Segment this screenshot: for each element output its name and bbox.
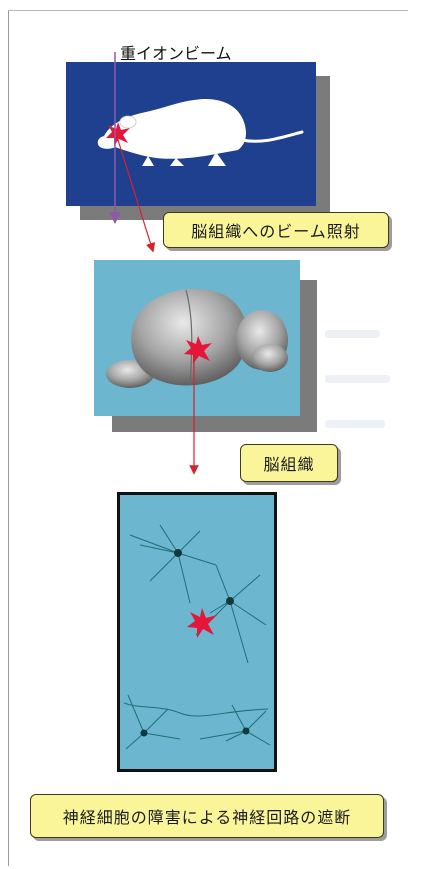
- beam-irradiation-callout: 脳組織へのビーム照射: [163, 212, 389, 248]
- beam-arrow-to-brain: [118, 140, 152, 248]
- ion-beam-label: 重イオンビーム: [120, 40, 232, 64]
- brain-tissue-callout: 脳組織: [240, 444, 338, 482]
- circuit-block-callout: 神経細胞の障害による神経回路の遮断: [30, 794, 384, 838]
